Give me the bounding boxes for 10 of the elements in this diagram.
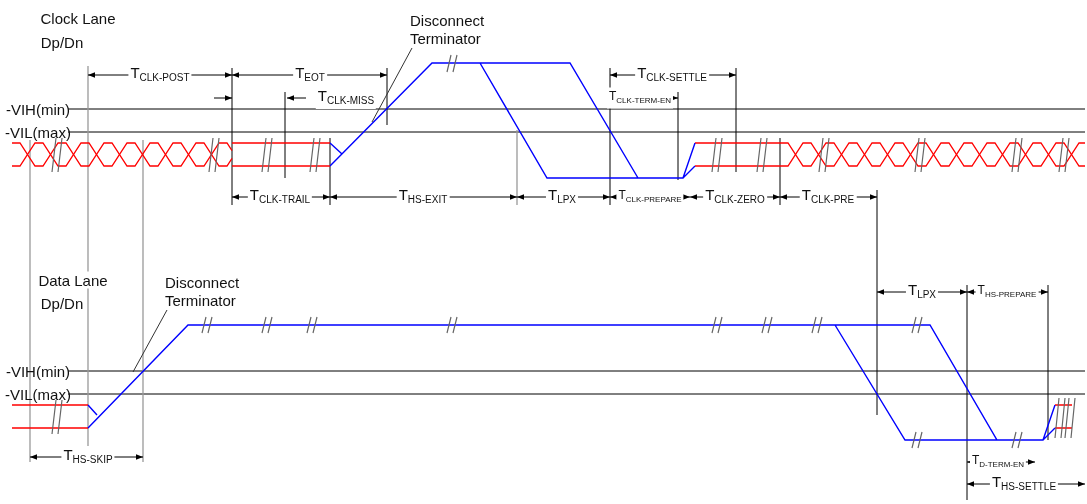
voltage-level-label: -VIL(max)	[4, 385, 72, 403]
voltage-level-label: -VIH(min)	[4, 362, 72, 380]
leader-line	[371, 47, 413, 123]
callout-text: Disconnect Terminator	[410, 12, 500, 48]
leader-line	[132, 309, 168, 373]
callout-text: Disconnect Terminator	[165, 274, 255, 310]
lane-label: Data Lane	[36, 271, 110, 289]
timing-label: T$_{CLK-TERM-EN}$	[607, 87, 673, 109]
voltage-level-label: -VIH(min)	[4, 100, 72, 118]
voltage-level-label: -VIL(max)	[4, 123, 72, 141]
